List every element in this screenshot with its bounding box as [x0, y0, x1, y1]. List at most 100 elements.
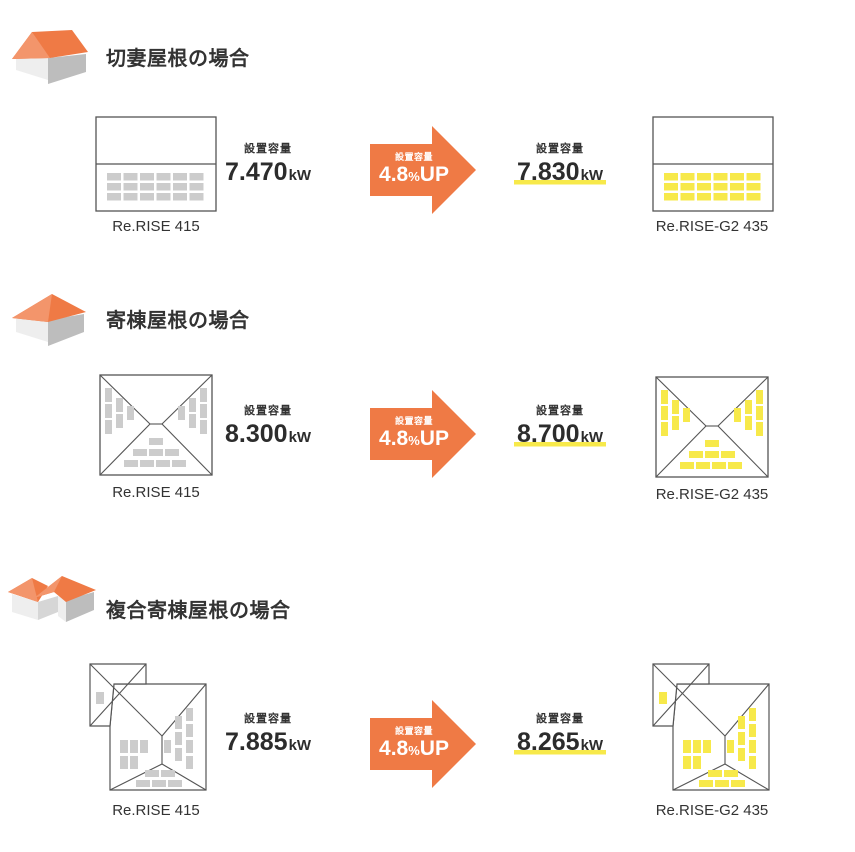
increase-label: 設置容量	[394, 153, 433, 163]
solar-panel	[661, 390, 668, 404]
solar-panel	[734, 408, 741, 422]
increase-number: 4.8	[379, 737, 409, 760]
solar-panel	[189, 193, 204, 201]
solar-panel	[175, 732, 182, 745]
roof-edge-line	[89, 663, 141, 715]
solar-panel	[133, 449, 147, 456]
solar-panel	[745, 400, 752, 414]
solar-panel	[136, 780, 150, 787]
solar-panel	[728, 462, 742, 469]
solar-panel	[105, 420, 112, 434]
solar-panel	[105, 404, 112, 418]
roof-edge-line	[655, 425, 707, 478]
solar-panel	[123, 183, 138, 191]
solar-panel	[168, 780, 182, 787]
capacity-after: 設置容量 8.265kW	[514, 710, 607, 757]
capacity-before: 設置容量 7.470kW	[225, 140, 311, 187]
solar-panel	[756, 406, 763, 420]
solar-panel	[165, 449, 179, 456]
capacity-value-highlighted: 7.830kW	[514, 158, 607, 187]
solar-panel	[186, 756, 193, 769]
model-label-after: Re.RISE-G2 435	[655, 802, 769, 819]
right-arrow-icon	[370, 126, 476, 214]
solar-panel	[727, 740, 734, 753]
capacity-value: 7.470kW	[225, 158, 311, 187]
capacity-value-highlighted: 8.700kW	[514, 420, 607, 449]
solar-panel	[693, 756, 701, 769]
solar-panel	[730, 193, 744, 201]
solar-panel	[175, 716, 182, 729]
roof-edge-line	[161, 763, 207, 791]
solar-panel	[173, 173, 187, 181]
roof-diagram-after	[655, 376, 769, 478]
capacity-value: 7.885kW	[225, 728, 311, 757]
solar-panel	[189, 414, 196, 428]
increase-value: 4.8%UP	[370, 427, 458, 451]
solar-panel	[745, 416, 752, 430]
capacity-before: 設置容量 7.885kW	[225, 710, 311, 757]
roof-diagram-before	[89, 663, 207, 791]
roof-edge-line	[652, 663, 710, 727]
increase-label: 設置容量	[394, 727, 433, 737]
solar-panel	[152, 780, 166, 787]
capacity-number: 8.265	[517, 728, 580, 756]
increase-suffix: UP	[419, 427, 449, 450]
capacity-unit: kW	[580, 429, 604, 446]
solar-panel	[680, 173, 695, 181]
solar-panel	[696, 462, 710, 469]
solar-panel	[705, 451, 719, 458]
model-label-before: Re.RISE 415	[112, 484, 200, 501]
solar-panel	[672, 400, 679, 414]
gable-house-icon	[12, 30, 88, 84]
solar-panel	[120, 740, 128, 753]
increase-arrow: 設置容量 4.8%UP	[370, 700, 476, 788]
model-label-before: Re.RISE 415	[112, 802, 200, 819]
capacity-number: 7.470	[225, 158, 288, 186]
capacity-number: 7.830	[517, 158, 580, 186]
solar-panel	[107, 183, 121, 191]
solar-panel	[156, 193, 171, 201]
right-arrow-icon	[370, 390, 476, 478]
solar-panel	[173, 183, 187, 191]
roof-edge-line	[109, 763, 163, 791]
section-hip-roof: 寄棟屋根の場合 Re.RISE 415 設置容量 8.300kW 設置容量 4.…	[0, 290, 855, 520]
roof-edge-line	[161, 423, 213, 476]
section-gable-roof: 切妻屋根の場合 Re.RISE 415 設置容量 7.470kW 設置容量 4.…	[0, 28, 855, 258]
roof-edge-line	[672, 763, 726, 791]
increase-arrow: 設置容量 4.8%UP	[370, 390, 476, 478]
solar-panel	[721, 451, 735, 458]
complex-house-icon	[8, 576, 96, 622]
solar-panel	[123, 173, 138, 181]
solar-panel	[116, 414, 123, 428]
solar-panel	[189, 173, 204, 181]
solar-panel	[172, 460, 186, 467]
solar-panel	[140, 740, 148, 753]
percent-sign: %	[408, 169, 420, 184]
capacity-number: 8.300	[225, 420, 288, 448]
solar-panel	[664, 183, 678, 191]
roof-edge-line	[99, 423, 151, 476]
solar-panel	[683, 740, 691, 753]
right-arrow-icon	[370, 700, 476, 788]
percent-sign: %	[408, 433, 420, 448]
solar-panel	[186, 708, 193, 721]
solar-panel	[156, 460, 170, 467]
roof-diagram-before	[99, 374, 213, 476]
solar-panel	[661, 406, 668, 420]
roof-edge-line	[702, 713, 726, 737]
solar-panel	[683, 756, 691, 769]
solar-panel	[124, 460, 138, 467]
model-label-before: Re.RISE 415	[112, 218, 200, 235]
roof-edge-line	[724, 763, 770, 791]
roof-edge-line	[724, 683, 770, 737]
capacity-unit: kW	[288, 737, 312, 754]
solar-panel	[186, 724, 193, 737]
solar-panel	[116, 398, 123, 412]
solar-panel	[664, 173, 678, 181]
capacity-label: 設置容量	[536, 142, 585, 155]
solar-panel	[746, 173, 761, 181]
section-complex-hip-roof: 複合寄棟屋根の場合 Re.RISE 415 設置容量 7.885kW 設置容量 …	[0, 572, 855, 832]
solar-panel	[680, 193, 695, 201]
capacity-before: 設置容量 8.300kW	[225, 402, 311, 449]
solar-panel	[664, 193, 678, 201]
